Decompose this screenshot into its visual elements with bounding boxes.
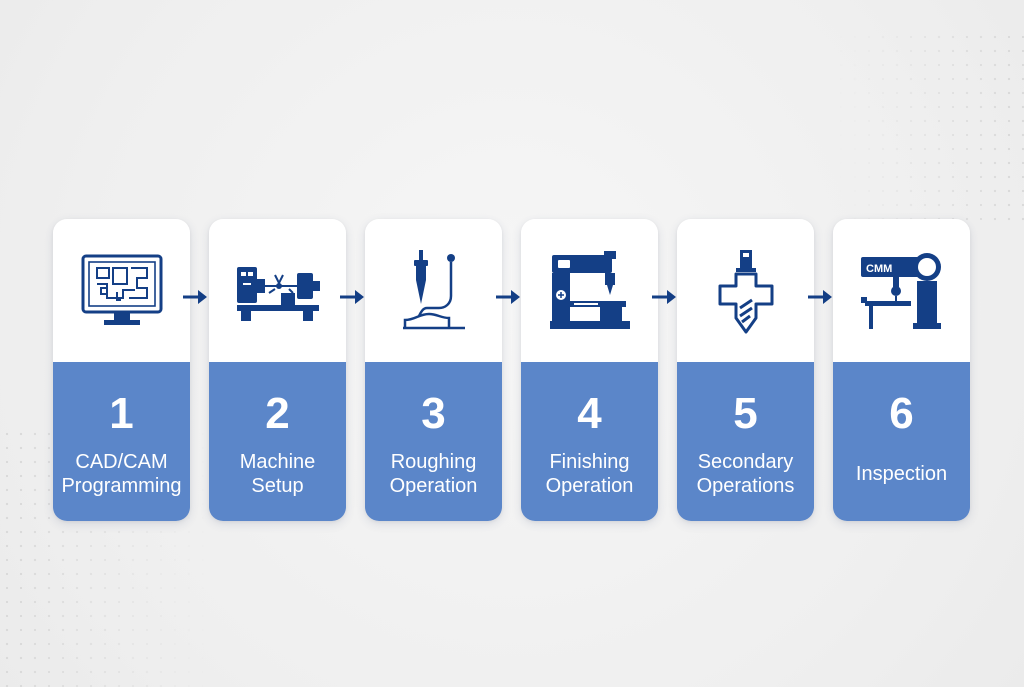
step-label-line: Machine — [239, 451, 316, 473]
step-label-line: Operation — [545, 475, 634, 497]
step-label-line: Roughing — [390, 451, 477, 473]
step-label: CAD/CAM Programming — [53, 450, 190, 498]
step-number: 5 — [733, 389, 758, 438]
step-icon-area — [521, 219, 658, 362]
step-info-area: 6 Inspection — [833, 362, 970, 521]
step-card-6: CMM 6 Inspection — [833, 219, 970, 521]
step-number: 2 — [265, 389, 290, 438]
step-label: Inspection — [833, 462, 970, 486]
step-label-line: CAD/CAM — [75, 451, 168, 473]
step-number: 3 — [421, 389, 446, 438]
step-label-line: Operations — [696, 475, 795, 497]
step-label: Roughing Operation — [365, 450, 502, 498]
step-card-2: 2 Machine Setup — [209, 219, 346, 521]
step-card-5: 5 Secondary Operations — [677, 219, 814, 521]
step-label-line: Secondary — [697, 451, 794, 473]
arrow-right-icon — [806, 288, 834, 306]
drill-bit-icon — [718, 249, 773, 333]
step-number: 6 — [889, 389, 914, 438]
step-icon-area — [677, 219, 814, 362]
step-number: 4 — [577, 389, 602, 438]
step-icon-area: CMM — [833, 219, 970, 362]
step-label: Finishing Operation — [521, 450, 658, 498]
step-label: Secondary Operations — [677, 450, 814, 498]
step-icon-area — [209, 219, 346, 362]
arrow-right-icon — [494, 288, 522, 306]
milling-machine-icon — [549, 250, 630, 329]
step-label-line: Programming — [61, 475, 182, 497]
step-card-3: 3 Roughing Operation — [365, 219, 502, 521]
step-icon-area — [53, 219, 190, 362]
arrow-right-icon — [338, 288, 366, 306]
step-info-area: 1 CAD/CAM Programming — [53, 362, 190, 521]
step-info-area: 2 Machine Setup — [209, 362, 346, 521]
cmm-label: CMM — [866, 263, 892, 275]
step-label-line: Operation — [389, 475, 478, 497]
step-card-4: 4 Finishing Operation — [521, 219, 658, 521]
step-label: Machine Setup — [209, 450, 346, 498]
dot-pattern-top-right — [834, 30, 1024, 230]
step-label-line: Setup — [251, 475, 304, 497]
step-info-area: 5 Secondary Operations — [677, 362, 814, 521]
lathe-machine-icon — [236, 266, 320, 321]
computer-monitor-icon — [81, 254, 162, 325]
step-card-1: 1 CAD/CAM Programming — [53, 219, 190, 521]
step-info-area: 3 Roughing Operation — [365, 362, 502, 521]
step-icon-area — [365, 219, 502, 362]
roughing-tool-icon — [402, 249, 465, 329]
arrow-right-icon — [650, 288, 678, 306]
step-label-line: Finishing — [549, 451, 630, 473]
step-number: 1 — [109, 389, 134, 438]
step-label-line: Inspection — [855, 463, 948, 485]
step-info-area: 4 Finishing Operation — [521, 362, 658, 521]
cmm-machine-icon: CMM — [860, 252, 941, 329]
arrow-right-icon — [181, 288, 209, 306]
